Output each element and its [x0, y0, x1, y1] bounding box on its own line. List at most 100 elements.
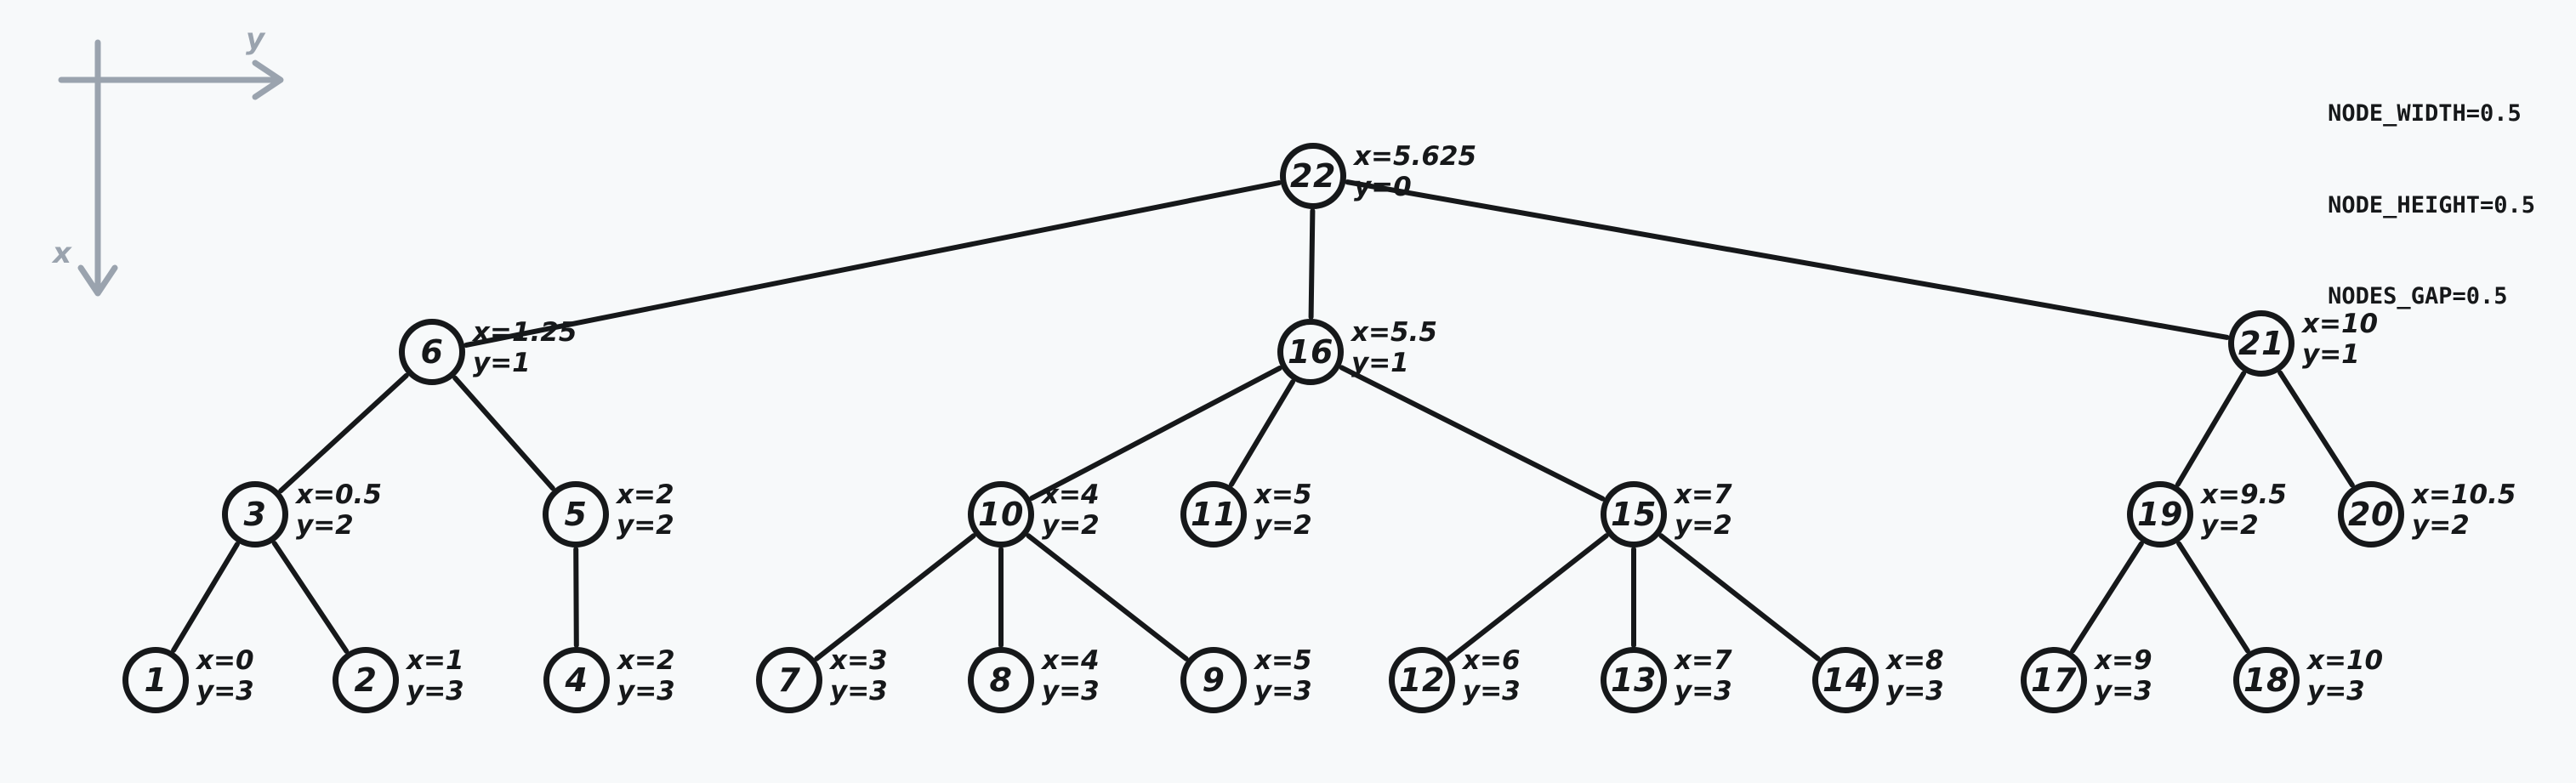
axis-x-arrowhead: [77, 264, 118, 297]
tree-node-8[interactable]: 8: [968, 647, 1034, 713]
legend-nodes-gap: NODES_GAP=0.5: [2328, 283, 2508, 310]
coord-y: y=1: [473, 347, 531, 378]
coord-y: y=3: [830, 675, 888, 706]
legend-node-width: NODE_WIDTH=0.5: [2328, 99, 2522, 127]
coord-y: y=2: [1254, 509, 1312, 541]
coord-x: x=4: [1042, 645, 1100, 676]
coord-y: y=3: [196, 675, 254, 706]
coord-y: y=3: [2095, 675, 2152, 706]
tree-node-label: 1: [144, 661, 168, 699]
tree-node-label: 18: [2243, 661, 2289, 699]
tree-node-label: 12: [1399, 661, 1445, 699]
coord-y: y=3: [1886, 675, 1944, 706]
tree-node-label: 6: [420, 333, 444, 371]
tree-node-label: 4: [565, 661, 589, 699]
tree-node-20[interactable]: 20: [2338, 481, 2404, 548]
tree-edge: [2175, 371, 2247, 487]
tree-edge: [2277, 370, 2355, 488]
coord-x: x=1.25: [473, 317, 577, 348]
coord-y: y=2: [1042, 509, 1100, 541]
tree-node-label: 9: [1202, 661, 1225, 699]
coord-y: y=3: [407, 675, 464, 706]
tree-node-15[interactable]: 15: [1601, 481, 1667, 548]
coord-x: x=6: [1463, 645, 1521, 676]
tree-node-2[interactable]: 2: [333, 647, 399, 713]
tree-node-19[interactable]: 19: [2127, 481, 2193, 548]
axis-y-label: y: [246, 22, 265, 56]
coord-y: y=3: [1042, 675, 1100, 706]
tree-node-5[interactable]: 5: [543, 481, 609, 548]
tree-node-label: 5: [564, 496, 588, 533]
tree-node-16[interactable]: 16: [1277, 319, 1344, 385]
coord-x: x=2: [617, 645, 675, 676]
tree-edge: [171, 542, 240, 653]
tree-node-3[interactable]: 3: [222, 481, 288, 548]
tree-node-22[interactable]: 22: [1280, 143, 1346, 209]
coord-y: y=3: [1675, 675, 1732, 706]
tree-node-label: 10: [978, 496, 1024, 533]
coord-x: x=9.5: [2201, 479, 2287, 510]
tree-node-12[interactable]: 12: [1389, 647, 1455, 713]
tree-node-7[interactable]: 7: [756, 647, 822, 713]
tree-node-label: 15: [1611, 496, 1657, 533]
coord-y: y=2: [1675, 509, 1732, 541]
tree-node-label: 3: [243, 496, 267, 533]
coord-y: y=2: [2412, 509, 2470, 541]
tree-node-label: 16: [1288, 333, 1333, 371]
tree-node-11[interactable]: 11: [1180, 481, 1247, 548]
axis-x-label: x: [53, 236, 71, 270]
coord-x: x=5: [1254, 479, 1312, 510]
coord-y: y=1: [2302, 338, 2360, 370]
tree-node-17[interactable]: 17: [2021, 647, 2087, 713]
tree-node-9[interactable]: 9: [1180, 647, 1247, 713]
tree-node-label: 13: [1611, 661, 1657, 699]
coord-x: x=7: [1675, 645, 1732, 676]
coord-y: y=3: [1254, 675, 1312, 706]
coord-y: y=2: [2201, 509, 2259, 541]
coord-y: y=2: [296, 509, 354, 541]
coord-x: x=8: [1886, 645, 1944, 676]
tree-edge: [271, 541, 350, 654]
tree-node-label: 8: [989, 661, 1013, 699]
tree-edge: [1029, 366, 1282, 501]
tree-edge: [1658, 533, 1821, 661]
tree-edge: [573, 546, 579, 649]
coord-x: x=0: [196, 645, 254, 676]
tree-node-10[interactable]: 10: [968, 481, 1034, 548]
coord-x: x=4: [1042, 479, 1100, 510]
tree-node-1[interactable]: 1: [122, 647, 189, 713]
coord-x: x=5.5: [1351, 317, 1437, 348]
coord-y: y=3: [2307, 675, 2365, 706]
tree-edge: [1229, 379, 1295, 487]
tree-edge: [1026, 533, 1189, 661]
tree-node-13[interactable]: 13: [1601, 647, 1667, 713]
tree-edge: [278, 372, 409, 494]
tree-node-label: 2: [354, 661, 378, 699]
tree-node-18[interactable]: 18: [2233, 647, 2300, 713]
coord-y: y=3: [617, 675, 675, 706]
coord-x: x=1: [407, 645, 464, 676]
tree-node-6[interactable]: 6: [399, 319, 465, 385]
axis-y-arrowhead: [252, 60, 284, 100]
tree-edge: [1345, 179, 2230, 340]
tree-node-4[interactable]: 4: [543, 647, 610, 713]
tree-node-14[interactable]: 14: [1812, 647, 1879, 713]
tree-node-21[interactable]: 21: [2228, 310, 2295, 377]
